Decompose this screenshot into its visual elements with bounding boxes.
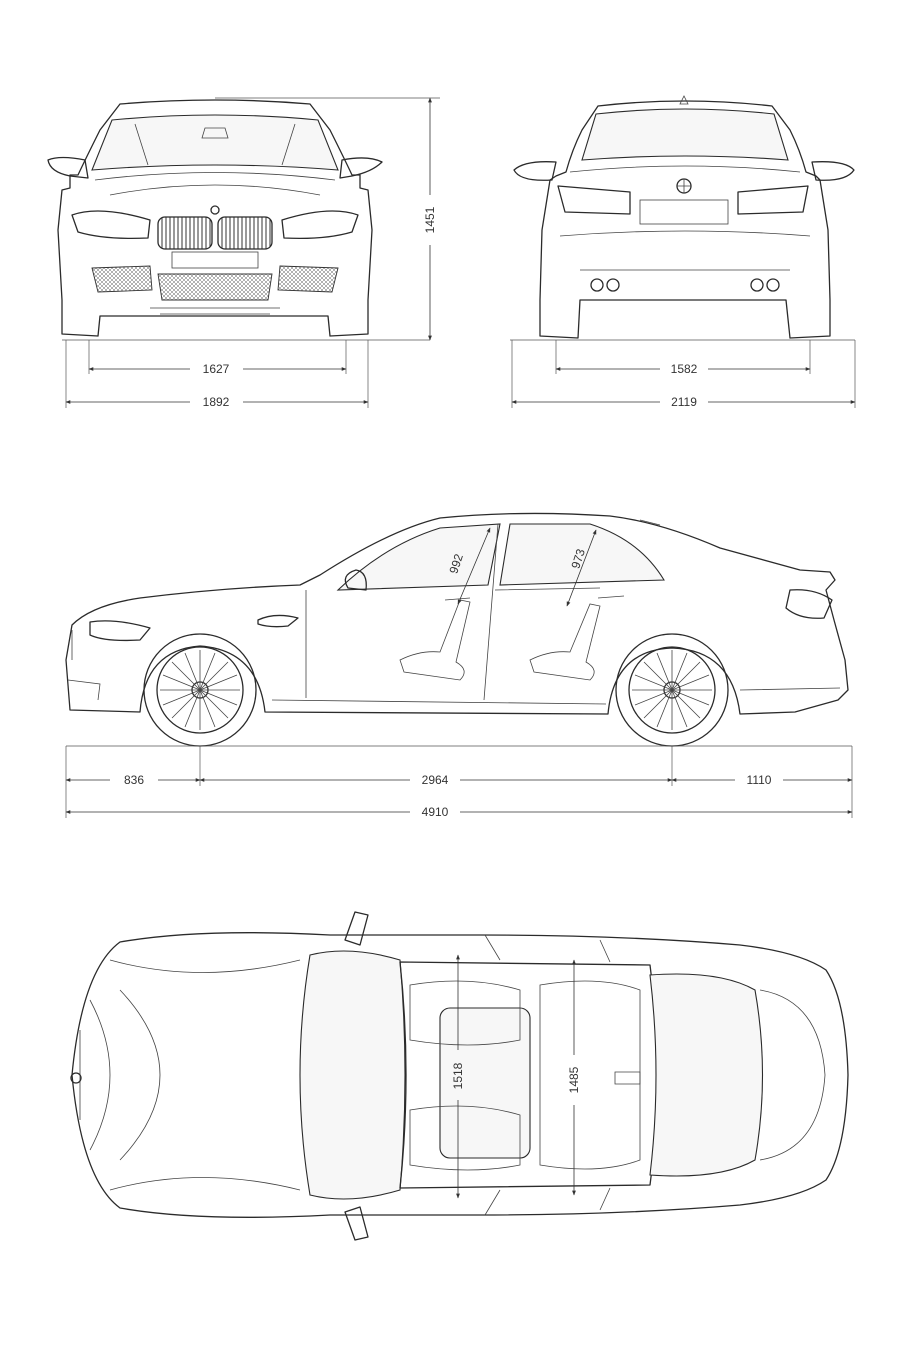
- body-width-label: 1892: [203, 395, 230, 409]
- top-view: [70, 911, 849, 1241]
- mirror-width-label: 2119: [671, 395, 697, 409]
- front-overhang-label: 836: [124, 773, 144, 787]
- front-track-label: 1627: [203, 362, 230, 376]
- front-view: [47, 99, 430, 341]
- side-length-dimensions: 836 2964 1110 4910: [65, 746, 853, 819]
- rear-view: [510, 95, 855, 341]
- rear-interior-width-label: 1485: [567, 1066, 581, 1093]
- front-headroom-label: 992: [446, 552, 466, 576]
- side-view: [65, 512, 852, 747]
- rear-overhang-label: 1110: [747, 773, 772, 787]
- rear-headroom-label: 973: [568, 547, 588, 571]
- rear-dimensions: 1582 2119: [511, 340, 856, 409]
- wheelbase-label: 2964: [422, 773, 449, 787]
- front-interior-width-label: 1518: [451, 1062, 465, 1089]
- overall-length-label: 4910: [422, 805, 449, 819]
- height-label: 1451: [423, 206, 437, 233]
- side-headroom-dimensions: 992 973: [446, 527, 597, 607]
- front-dimensions: 1627 1892 1451: [65, 97, 440, 409]
- top-width-dimensions: 1518 1485: [451, 954, 581, 1199]
- rear-track-label: 1582: [671, 362, 698, 376]
